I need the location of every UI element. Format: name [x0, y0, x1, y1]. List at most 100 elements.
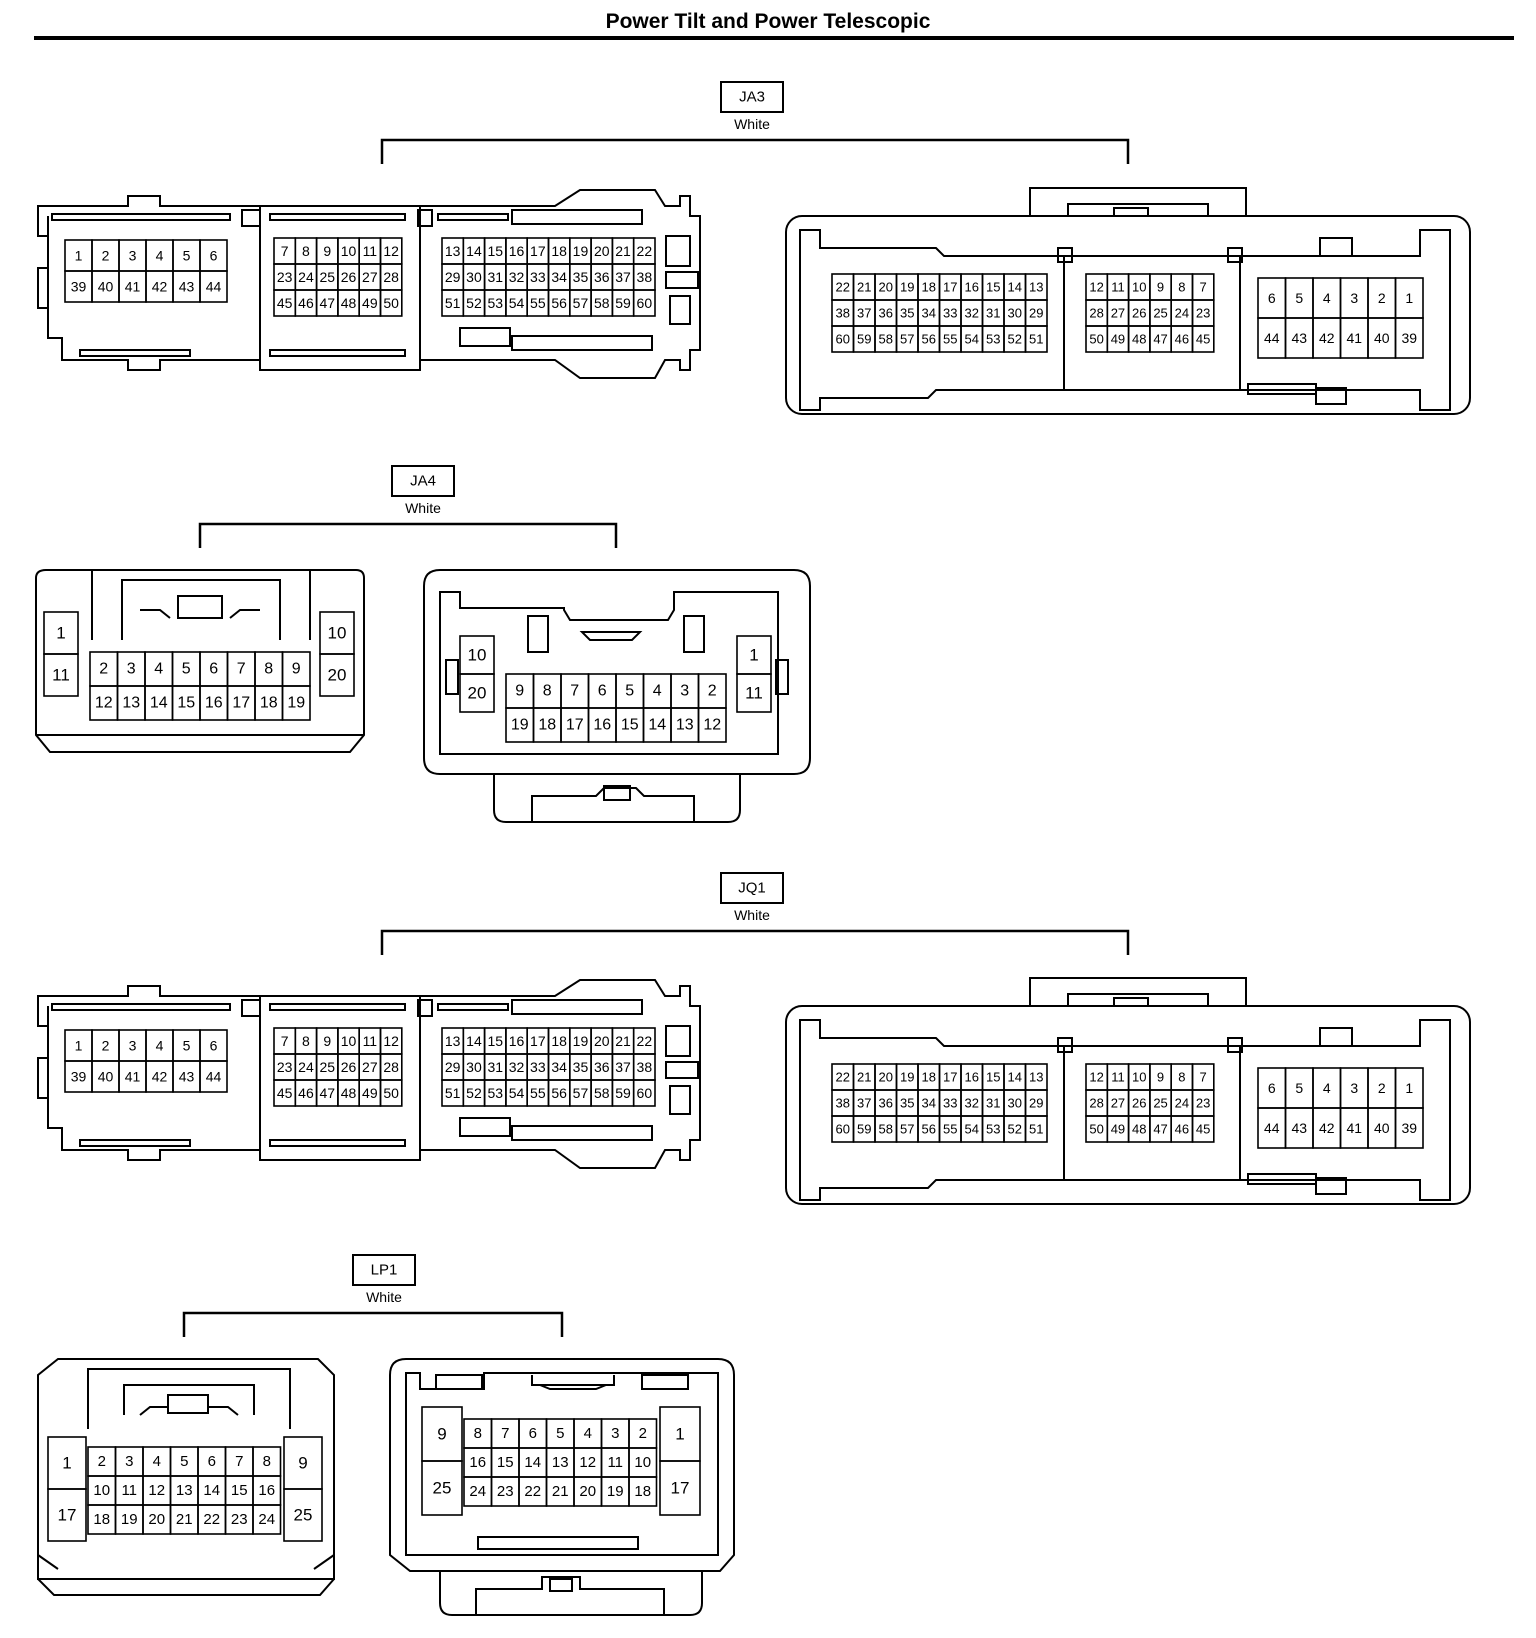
pin-number: 56 — [922, 332, 936, 347]
pin-number: 20 — [468, 684, 487, 703]
pin-number: 12 — [703, 717, 721, 734]
pin-number: 23 — [1196, 1096, 1210, 1111]
pin-number: 45 — [277, 295, 293, 311]
pin-number: 50 — [383, 1085, 399, 1101]
pin-number: 15 — [231, 1482, 248, 1499]
pin-number: 33 — [943, 306, 957, 321]
pin-number: 44 — [206, 1069, 222, 1085]
pin-number: 2 — [99, 661, 108, 678]
pin-number: 56 — [551, 1085, 567, 1101]
latch-frame — [139, 1406, 239, 1416]
pin-number: 53 — [487, 295, 503, 311]
pin-number: 53 — [487, 1085, 503, 1101]
pin-number: 8 — [474, 1425, 482, 1442]
pin-number: 20 — [148, 1511, 165, 1528]
pin-number: 15 — [487, 243, 503, 259]
pin-number: 10 — [1132, 280, 1146, 295]
connector-id: JA3 — [739, 89, 765, 106]
pin-number: 32 — [965, 1096, 979, 1111]
pin-number: 24 — [469, 1483, 486, 1500]
lock-tab — [669, 295, 691, 325]
pin-number: 12 — [95, 695, 113, 712]
latch-frame — [121, 579, 281, 640]
pin-number: 55 — [530, 295, 546, 311]
pin-number: 11 — [363, 1033, 378, 1049]
pin-number: 12 — [1089, 280, 1103, 295]
pin-number: 51 — [445, 295, 461, 311]
housing-outline — [389, 1358, 735, 1572]
pin-number: 8 — [1178, 280, 1185, 295]
pin-number: 28 — [383, 1059, 399, 1075]
key-slot — [1315, 387, 1347, 405]
pin-number: 60 — [836, 332, 850, 347]
pin-number: 45 — [1196, 332, 1210, 347]
cavity-outline — [439, 591, 779, 755]
pin-number: 51 — [1029, 332, 1043, 347]
cavity-outline — [1240, 229, 1451, 411]
connector-bracket — [198, 522, 618, 548]
pin-number: 43 — [179, 279, 195, 295]
pin-cell — [632, 289, 656, 317]
pin-number: 14 — [1008, 1070, 1022, 1085]
pin-cell — [199, 270, 228, 303]
pin-number: 4 — [153, 1453, 161, 1470]
lock-tab — [665, 1061, 699, 1079]
pin-number: 14 — [203, 1482, 220, 1499]
latch-rail — [51, 213, 231, 221]
key-slot — [1319, 237, 1353, 257]
pin-number: 27 — [1111, 306, 1125, 321]
pin-number: 30 — [466, 269, 482, 285]
pin-number: 40 — [1374, 1120, 1390, 1136]
pin-cell — [1394, 317, 1424, 359]
pin-number: 7 — [570, 683, 579, 700]
pin-number: 18 — [551, 243, 567, 259]
housing-outline — [423, 569, 811, 775]
pin-number: 22 — [836, 280, 850, 295]
pin-number: 26 — [341, 269, 357, 285]
pin-number: 20 — [879, 280, 893, 295]
key-slot — [459, 1117, 511, 1137]
key-slot — [683, 615, 705, 653]
pin-number: 53 — [986, 1122, 1000, 1137]
pin-number: 42 — [1319, 330, 1335, 346]
pin-number: 18 — [922, 280, 936, 295]
pin-number: 11 — [121, 1482, 137, 1499]
pin-number: 37 — [857, 1096, 871, 1111]
pin-number: 32 — [509, 269, 525, 285]
pin-number: 52 — [466, 1085, 482, 1101]
lock-tab — [665, 235, 691, 267]
pin-grid: 117 — [47, 1436, 87, 1542]
page-title: Power Tilt and Power Telescopic — [605, 10, 931, 33]
pin-number: 18 — [93, 1511, 110, 1528]
pin-number: 5 — [1295, 1080, 1303, 1096]
latch-tab — [167, 1394, 209, 1414]
pin-number: 36 — [594, 1059, 610, 1075]
pin-cell — [632, 1079, 656, 1107]
pin-number: 6 — [209, 661, 218, 678]
connector-color: White — [405, 500, 441, 516]
latch-frame — [539, 1384, 607, 1390]
pin-cell — [281, 685, 311, 721]
pin-number: 7 — [501, 1425, 509, 1442]
latch-rail — [641, 1374, 689, 1390]
pin-number: 19 — [121, 1511, 138, 1528]
pin-grid: 117 — [659, 1406, 701, 1516]
latch-frame — [531, 1375, 615, 1386]
pin-number: 11 — [363, 243, 378, 259]
connector-bracket — [182, 1311, 564, 1337]
connector-label-box — [391, 465, 455, 497]
pin-cell — [199, 1060, 228, 1093]
pin-cell — [736, 673, 772, 713]
pin-number: 54 — [965, 1122, 979, 1137]
pin-number: 22 — [637, 243, 653, 259]
